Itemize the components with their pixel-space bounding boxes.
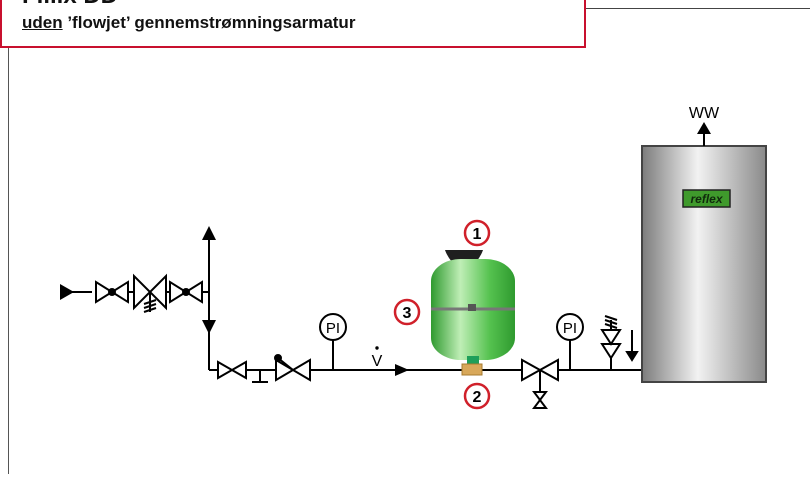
title-box: Fillix DD uden ’flowjet’ gennemstrømning…: [0, 0, 586, 48]
pressure-gauge-left-label: PI: [326, 320, 340, 337]
tank-body: [641, 145, 767, 383]
shutoff-valve-2-icon: [169, 280, 203, 304]
ww-label: WW: [689, 105, 720, 122]
vessel-connection: [467, 356, 479, 365]
reflex-logo-text: reflex: [690, 192, 723, 206]
left-divider: [8, 48, 9, 474]
drain-valve-icon: [217, 360, 247, 380]
marker-3: 3: [393, 298, 421, 326]
marker-1: 1: [463, 219, 491, 247]
storage-tank: reflex: [641, 145, 767, 383]
ww-arrow-icon: [697, 122, 711, 134]
marker-2-label: 2: [473, 389, 482, 406]
top-divider: [586, 8, 810, 9]
safety-valve-icon: [600, 315, 639, 362]
vessel-fitting: [461, 363, 483, 376]
title-sub-rest: ’flowjet’ gennemstrømningsarmatur: [62, 13, 356, 32]
pressure-gauge-left: PI: [319, 313, 347, 341]
down-arrow-icon: [202, 320, 216, 334]
pressure-gauge-right: PI: [556, 313, 584, 341]
reflex-logo: [682, 189, 731, 208]
pressure-gauge-right-label: PI: [563, 320, 577, 337]
title-sub: uden ’flowjet’ gennemstrømningsarmatur: [22, 13, 355, 33]
flow-direction-arrow-icon: [395, 364, 409, 376]
up-arrow-icon: [202, 226, 216, 240]
pressure-reducer-icon: [133, 273, 167, 313]
inlet-arrow-icon: [60, 284, 74, 300]
title-main: Fillix DD: [22, 0, 118, 10]
flow-rate-label: V: [372, 353, 383, 370]
test-point-icon: [252, 370, 268, 383]
title-sub-underlined: uden: [22, 13, 63, 32]
check-valve-icon: [274, 354, 311, 382]
marker-3-label: 3: [403, 305, 412, 322]
expansion-vessel: [431, 250, 515, 376]
hot-water-outlet: WW: [689, 105, 720, 146]
outlet-valve-icon: [521, 358, 559, 409]
shutoff-valve-1-icon: [95, 280, 129, 304]
marker-2: 2: [463, 382, 491, 410]
marker-1-label: 1: [473, 226, 482, 243]
flow-rate-symbol: V: [372, 346, 383, 370]
